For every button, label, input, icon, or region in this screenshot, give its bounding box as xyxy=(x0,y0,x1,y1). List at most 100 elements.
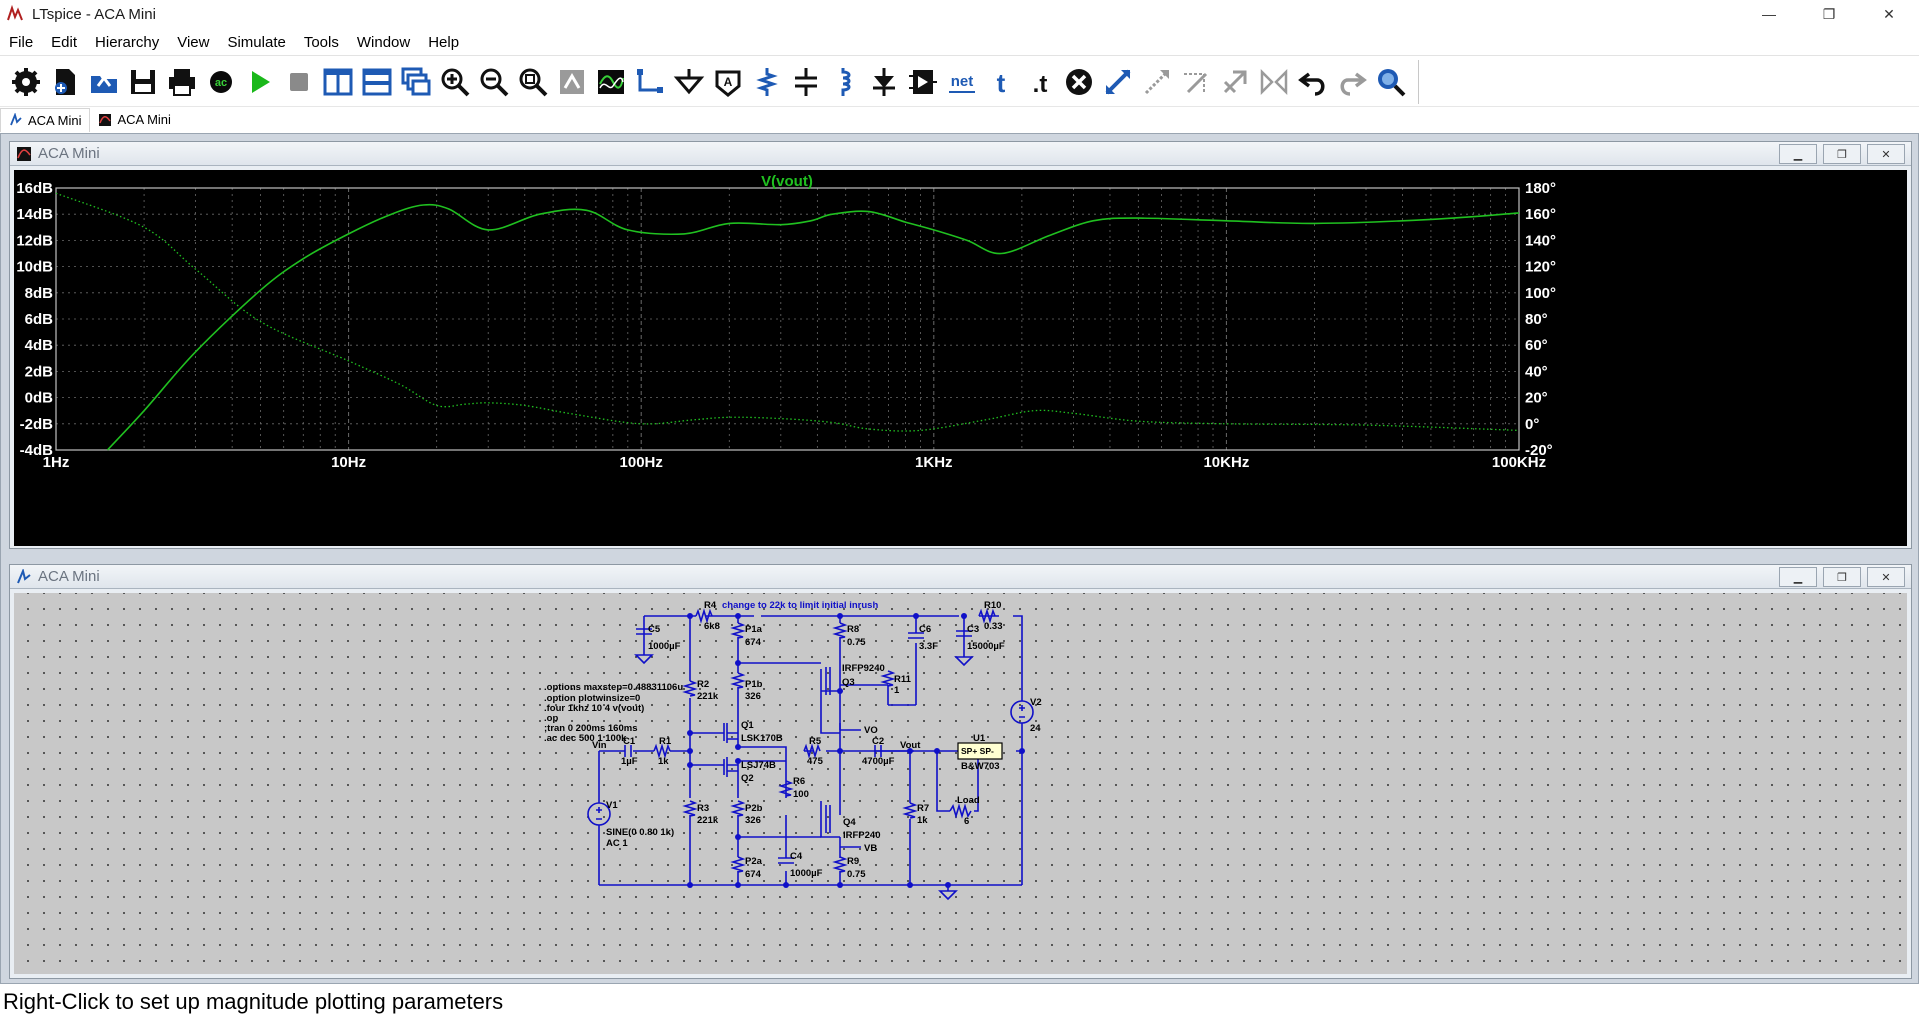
new-schematic-button[interactable] xyxy=(47,63,83,101)
window-title: LTspice - ACA Mini xyxy=(32,5,156,23)
run-ac-icon: ac xyxy=(210,71,232,93)
menu-simulate[interactable]: Simulate xyxy=(227,34,286,51)
schematic-window-caption[interactable]: ACA Mini ▁ ❐ ✕ xyxy=(10,565,1911,589)
mirror-button[interactable] xyxy=(1217,63,1253,101)
rotate-button[interactable] xyxy=(1178,63,1214,101)
menu-window[interactable]: Window xyxy=(356,34,411,51)
diode-button[interactable] xyxy=(866,63,902,101)
tile-vertical-button[interactable] xyxy=(320,63,356,101)
directive-op[interactable]: .op xyxy=(544,713,558,724)
value-r5: 475 xyxy=(807,756,824,767)
label-r4: R4 xyxy=(704,600,717,611)
schematic-minimize-button[interactable]: ▁ xyxy=(1779,567,1817,587)
value-r7: 1k xyxy=(917,815,928,826)
schematic-canvas[interactable]: .options maxstep=0.48831106u .option plo… xyxy=(14,593,1907,974)
label-c4: C4 xyxy=(790,851,803,862)
bode-plot[interactable]: 16dB14dB12dB10dB8dB6dB4dB2dB0dB-2dB-4dB1… xyxy=(14,170,1907,546)
tab-schematic[interactable]: ACA Mini xyxy=(0,107,91,132)
zoom-fit-button[interactable] xyxy=(515,63,551,101)
ground-button[interactable] xyxy=(671,63,707,101)
value-p2b: 326 xyxy=(745,815,761,826)
redo-button[interactable] xyxy=(1334,63,1370,101)
open-button[interactable] xyxy=(86,63,122,101)
wire-button[interactable] xyxy=(632,63,668,101)
menu-file[interactable]: File xyxy=(9,34,34,51)
speaker-u1[interactable] xyxy=(957,742,1003,760)
directive-four[interactable]: .four 1khz 10 4 v(vout) xyxy=(544,703,644,714)
menu-tools[interactable]: Tools xyxy=(303,34,339,51)
schematic-close-button[interactable]: ✕ xyxy=(1867,567,1905,587)
waveform-close-button[interactable]: ✕ xyxy=(1867,144,1905,164)
label-c3: C3 xyxy=(967,624,979,635)
menu-hierarchy[interactable]: Hierarchy xyxy=(95,34,160,51)
restore-button[interactable]: ❐ xyxy=(1822,5,1836,22)
directive-tran[interactable]: ;tran 0 200ms 160ms xyxy=(544,723,637,734)
schematic-drawing[interactable]: .options maxstep=0.48831106u .option plo… xyxy=(14,593,1907,974)
open-icon xyxy=(91,75,117,93)
y2-tick-label: 20° xyxy=(1525,390,1548,407)
label-r10: R10 xyxy=(984,600,1001,611)
menu-help[interactable]: Help xyxy=(428,34,460,51)
menu-view[interactable]: View xyxy=(177,34,210,51)
delete-icon xyxy=(1066,69,1092,95)
flip-button[interactable] xyxy=(1256,63,1292,101)
autorange-button[interactable] xyxy=(554,63,590,101)
spice-directive-button[interactable]: .t xyxy=(1022,63,1058,101)
minimize-button[interactable]: — xyxy=(1762,6,1776,22)
waveform-minimize-button[interactable]: ▁ xyxy=(1779,144,1817,164)
text-button[interactable]: t xyxy=(983,63,1019,101)
plot-axes: 16dB14dB12dB10dB8dB6dB4dB2dB0dB-2dB-4dB1… xyxy=(16,180,1556,471)
y2-tick-label: 100° xyxy=(1525,285,1556,302)
drag-button[interactable] xyxy=(1139,63,1175,101)
zoom-out-button[interactable] xyxy=(476,63,512,101)
label-node-button[interactable]: A xyxy=(710,63,746,101)
tile-horizontal-button[interactable] xyxy=(359,63,395,101)
waveform-restore-button[interactable]: ❐ xyxy=(1823,144,1861,164)
y-tick-label: 2dB xyxy=(25,363,54,380)
move-button[interactable] xyxy=(1100,63,1136,101)
menu-edit[interactable]: Edit xyxy=(51,34,78,51)
save-button[interactable] xyxy=(125,63,161,101)
run-button[interactable] xyxy=(242,63,278,101)
schematic-labels: .options maxstep=0.48831106u .option plo… xyxy=(544,600,1042,880)
capacitor-button[interactable] xyxy=(788,63,824,101)
settings-button[interactable] xyxy=(8,63,44,101)
y2-tick-label: -20° xyxy=(1525,442,1553,459)
tab-waveform[interactable]: ACA Mini xyxy=(90,108,178,132)
inrush-note[interactable]: change to 22k to limit initial inrush xyxy=(722,600,878,611)
resistor-icon xyxy=(756,68,778,96)
y-tick-label: 16dB xyxy=(16,180,53,197)
label-c5: C5 xyxy=(648,624,661,635)
directive-maxstep[interactable]: .options maxstep=0.48831106u xyxy=(544,682,683,693)
resistor-button[interactable] xyxy=(749,63,785,101)
trace-label-vout[interactable]: V(vout) xyxy=(761,173,813,190)
value-v2: 24 xyxy=(1030,723,1041,734)
waveform-window-caption[interactable]: ACA Mini ▁ ❐ ✕ xyxy=(10,142,1911,166)
run-ac-button[interactable]: ac xyxy=(203,63,239,101)
x-tick-label: 10Hz xyxy=(331,454,366,471)
plot-settings-button[interactable] xyxy=(593,63,629,101)
halt-button[interactable] xyxy=(281,63,317,101)
schematic-restore-button[interactable]: ❐ xyxy=(1823,567,1861,587)
component-button[interactable] xyxy=(905,63,941,101)
waveform-icon xyxy=(99,113,112,126)
find-button[interactable] xyxy=(1373,63,1409,101)
cascade-button[interactable] xyxy=(398,63,434,101)
value-r4: 6k8 xyxy=(704,621,720,632)
net-button[interactable]: net xyxy=(944,63,980,101)
undo-button[interactable] xyxy=(1295,63,1331,101)
value-r6: 100 xyxy=(793,789,809,800)
value-p1a: 674 xyxy=(745,637,762,648)
inductor-button[interactable] xyxy=(827,63,863,101)
print-button[interactable] xyxy=(164,63,200,101)
label-r7: R7 xyxy=(917,803,929,814)
net-vin: Vin xyxy=(592,740,607,751)
zoom-in-button[interactable] xyxy=(437,63,473,101)
directive-ac[interactable]: .ac dec 500 1 100k xyxy=(544,733,627,744)
label-p1a: P1a xyxy=(745,624,763,635)
close-button[interactable]: ✕ xyxy=(1883,5,1895,22)
value-c2: 4700µF xyxy=(862,756,895,767)
directive-plotwinsize[interactable]: .option plotwinsize=0 xyxy=(544,693,640,704)
delete-button[interactable] xyxy=(1061,63,1097,101)
